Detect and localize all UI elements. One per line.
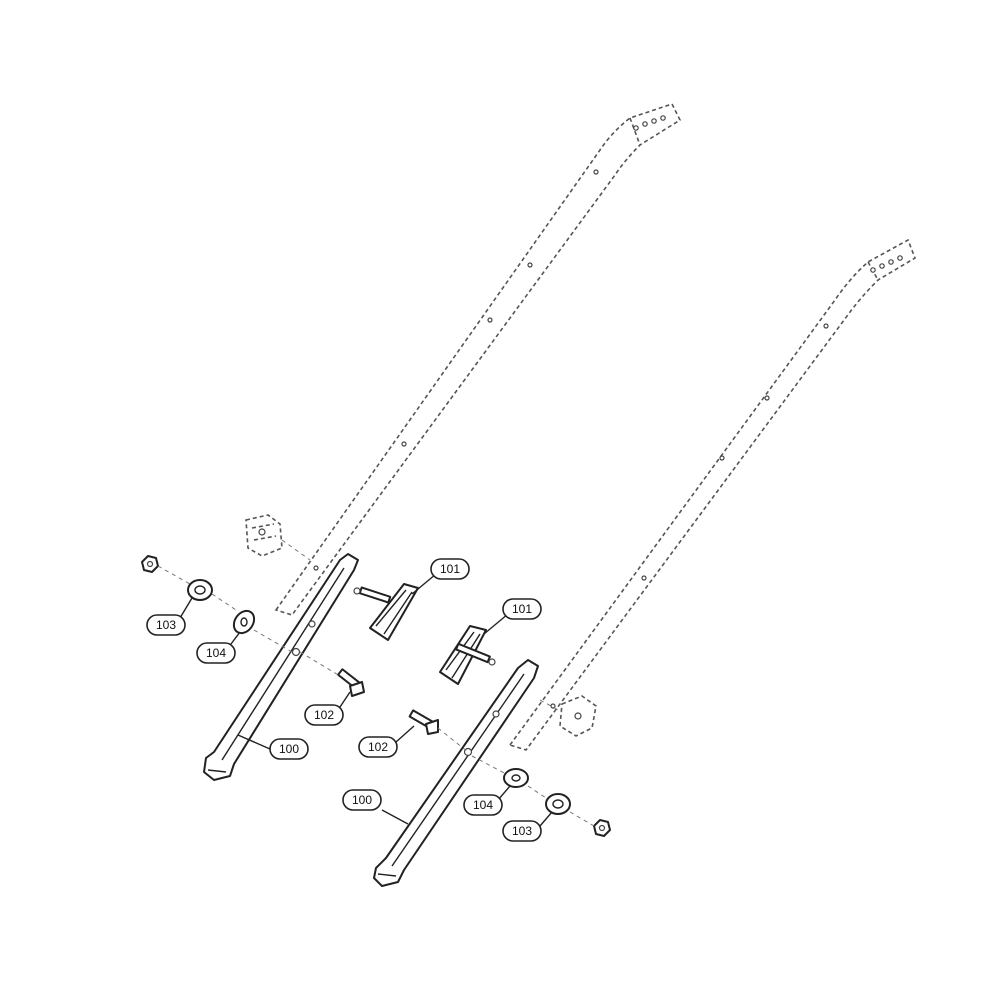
left-clamp-block	[245, 514, 311, 561]
callout-101-left: 101	[411, 558, 470, 595]
right-nut	[569, 811, 611, 837]
right-washer-104	[471, 755, 529, 788]
right-knob	[439, 625, 496, 685]
callout-100-left-label: 100	[279, 742, 299, 756]
callout-101-right: 101	[483, 598, 542, 635]
left-spacer-103	[187, 579, 237, 611]
left-washer-104	[232, 609, 293, 653]
left-nut	[141, 555, 191, 585]
left-knob	[353, 583, 419, 641]
callout-102-right-label: 102	[368, 740, 388, 754]
callout-100-left: 100	[237, 734, 309, 760]
callout-101-left-label: 101	[440, 562, 460, 576]
callout-103-right: 103	[502, 811, 553, 842]
left-handle-tube	[274, 103, 682, 616]
callout-104-left-label: 104	[206, 646, 226, 660]
right-handle-tube	[508, 238, 916, 751]
callout-104-right-label: 104	[473, 798, 493, 812]
callout-103-left-label: 103	[156, 618, 176, 632]
left-lower-bracket	[203, 553, 359, 781]
callout-100-right: 100	[342, 789, 409, 825]
callout-101-right-label: 101	[512, 602, 532, 616]
callout-102-right: 102	[358, 725, 415, 758]
callout-104-left: 104	[196, 631, 241, 664]
callout-104-right: 104	[463, 785, 511, 816]
callout-103-left: 103	[146, 597, 193, 636]
left-bolt	[299, 651, 365, 697]
right-clamp-block	[539, 695, 597, 737]
right-spacer-103	[527, 785, 571, 815]
right-bolt	[408, 709, 469, 753]
callout-102-left: 102	[304, 691, 351, 726]
callout-102-left-label: 102	[314, 708, 334, 722]
callout-103-right-label: 103	[512, 824, 532, 838]
callout-100-right-label: 100	[352, 793, 372, 807]
